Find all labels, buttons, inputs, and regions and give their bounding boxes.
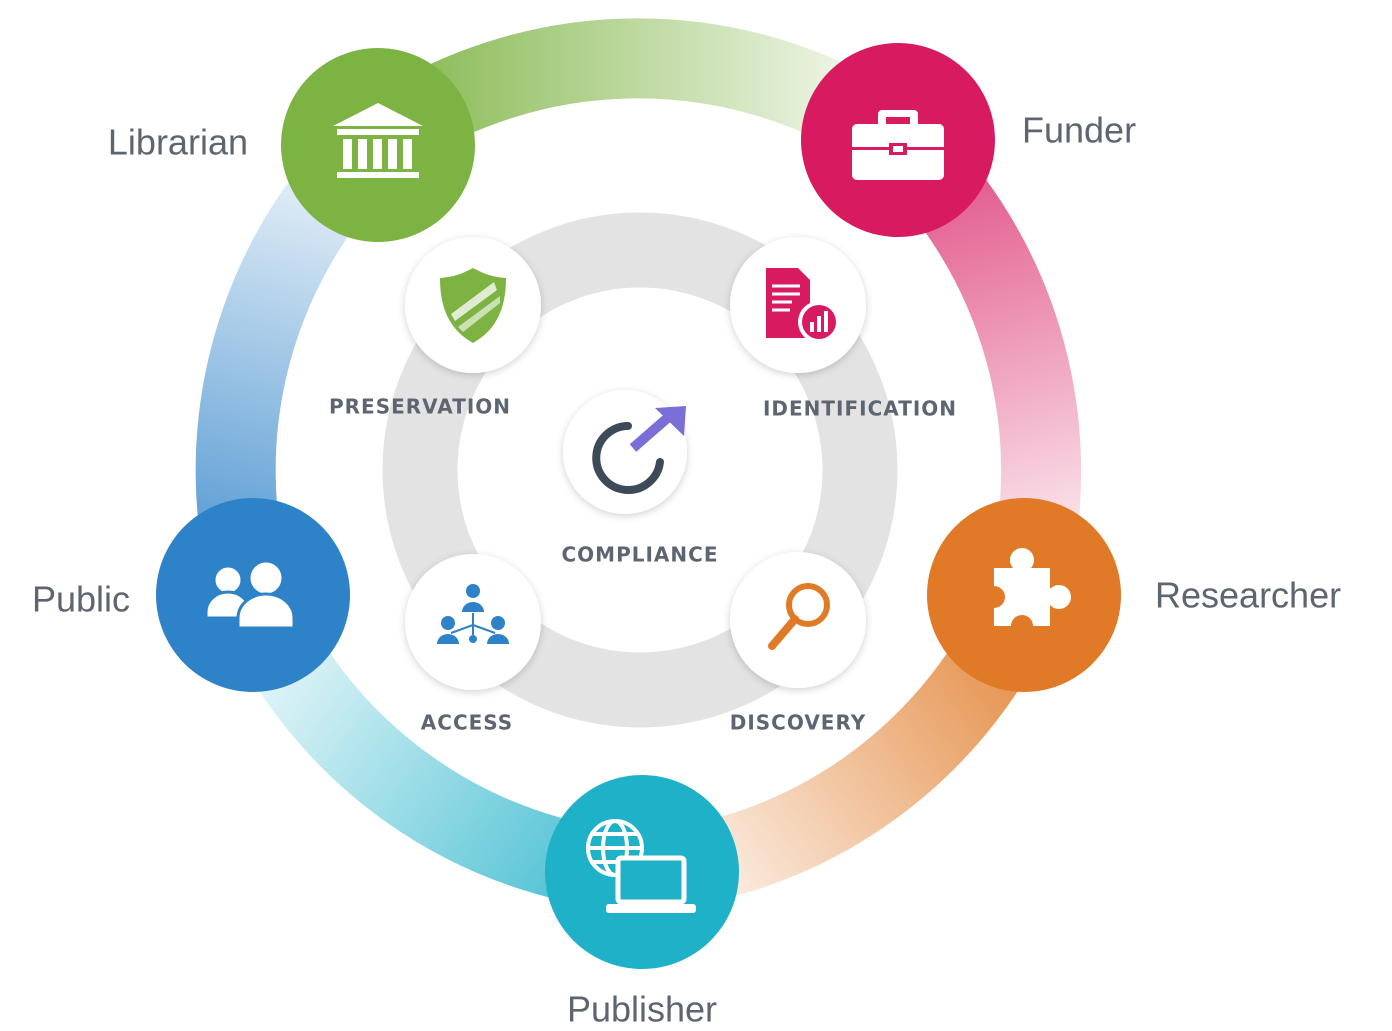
puzzle-piece-icon (983, 548, 1071, 637)
briefcase-icon (852, 110, 944, 180)
role-node-publisher[interactable]: Publisher (545, 775, 739, 1030)
role-node-funder[interactable]: Funder (801, 43, 1136, 237)
compliance-disc (563, 390, 687, 514)
discovery-label: DISCOVERY (730, 711, 867, 735)
funder-label: Funder (1022, 110, 1136, 151)
library-icon (333, 103, 423, 178)
preservation-label: PRESERVATION (329, 395, 511, 419)
identification-label: IDENTIFICATION (763, 397, 957, 421)
librarian-label: Librarian (108, 122, 248, 163)
magnifier-icon (768, 583, 830, 650)
document-chart-icon (766, 268, 840, 343)
role-node-researcher[interactable]: Researcher (927, 498, 1341, 692)
center-node-compliance[interactable]: COMPLIANCE (562, 390, 719, 567)
publisher-label: Publisher (567, 989, 717, 1030)
circular-arrow-icon (592, 406, 686, 494)
people-icon (204, 559, 296, 630)
function-node-access[interactable]: ACCESS (405, 554, 541, 735)
function-node-discovery[interactable]: DISCOVERY (730, 552, 867, 735)
role-node-librarian[interactable]: Librarian (108, 48, 475, 242)
function-node-identification[interactable]: IDENTIFICATION (730, 237, 957, 421)
public-label: Public (32, 579, 130, 620)
access-label: ACCESS (421, 711, 513, 735)
researcher-label: Researcher (1155, 575, 1341, 616)
compliance-label: COMPLIANCE (562, 543, 719, 567)
shield-icon (440, 268, 506, 343)
public-circle (156, 498, 350, 692)
function-node-preservation[interactable]: PRESERVATION (329, 237, 541, 419)
globe-laptop-icon (586, 819, 696, 913)
inner-ring (382, 212, 898, 728)
role-node-public[interactable]: Public (32, 498, 350, 692)
org-chart-icon (437, 584, 509, 644)
